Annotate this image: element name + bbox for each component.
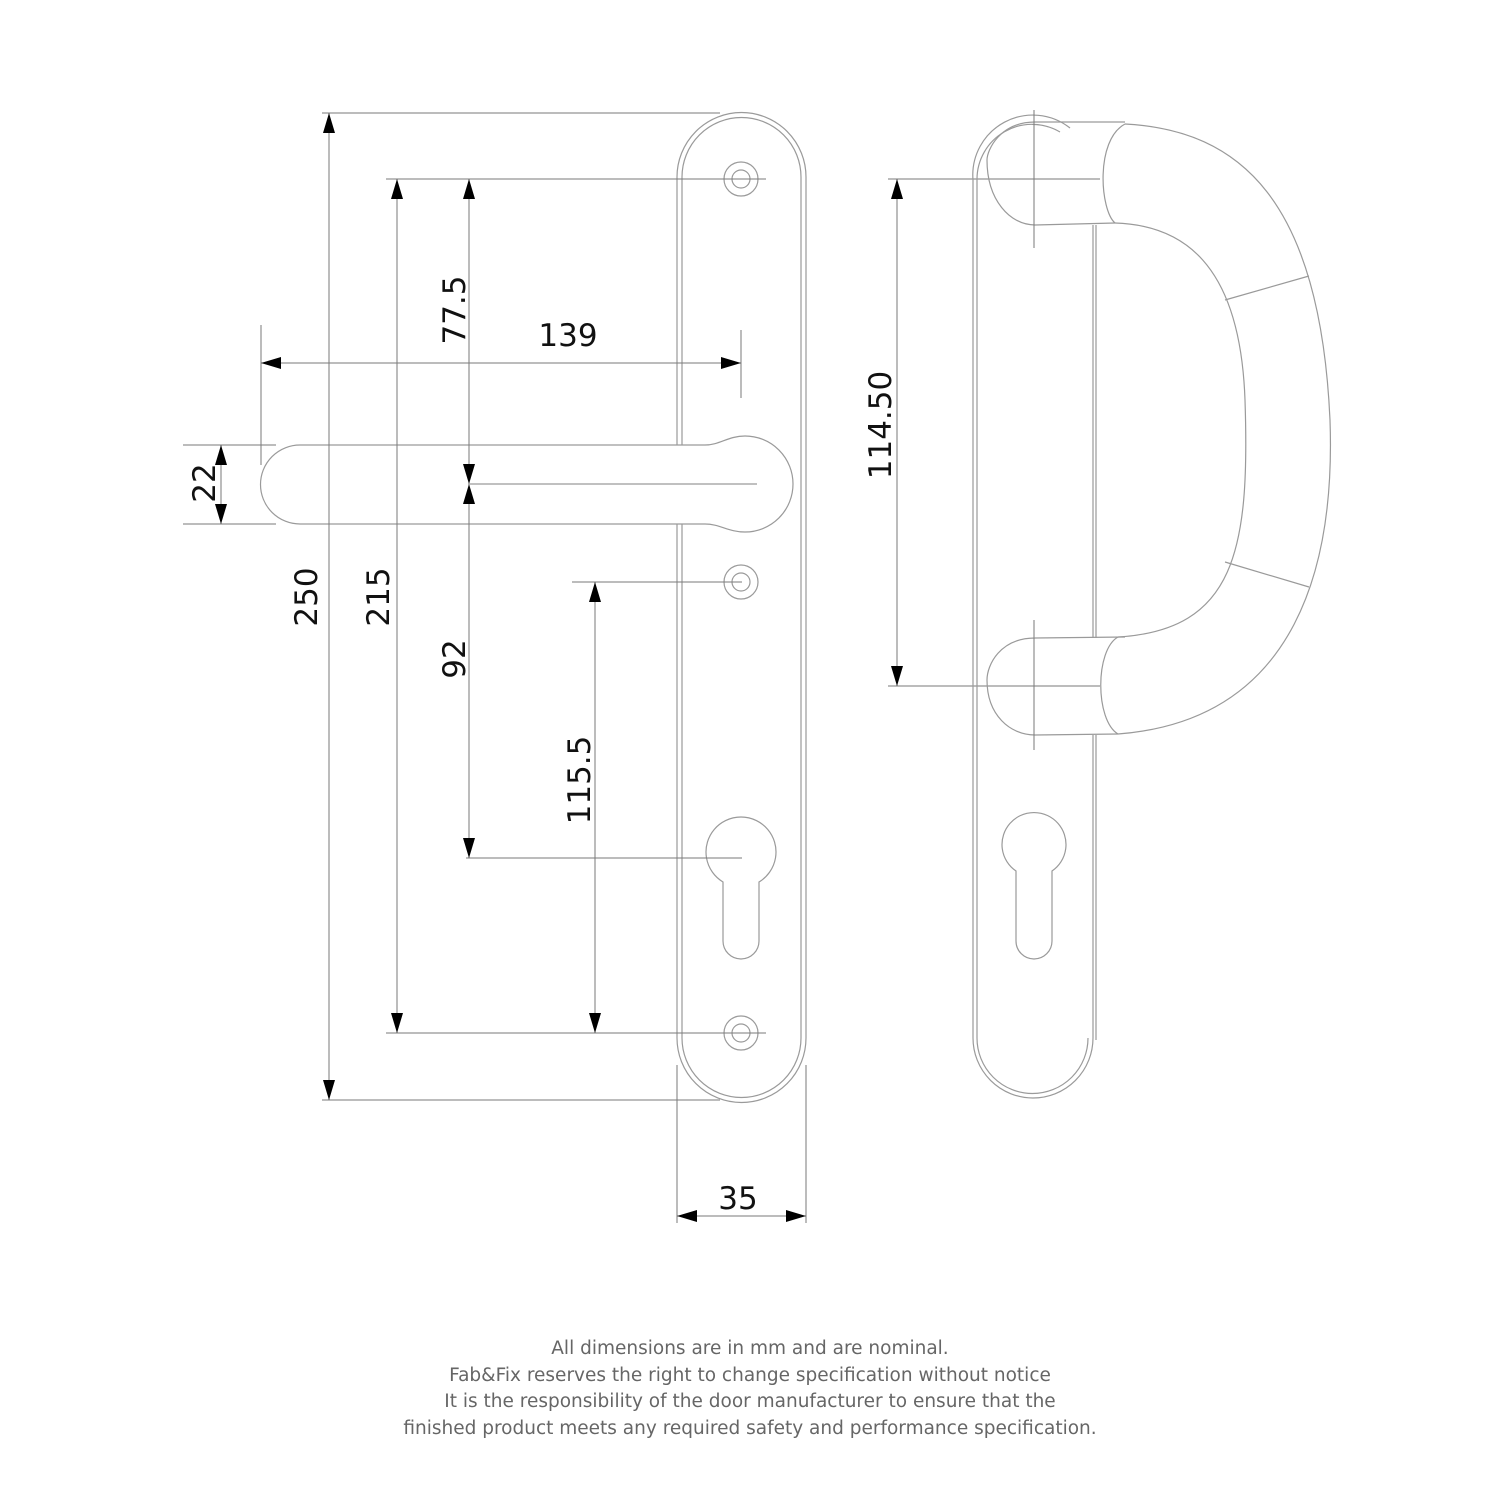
dim-35: 35	[718, 1181, 757, 1217]
dim-115-5: 115.5	[562, 736, 598, 825]
lever-backplate-front-view	[259, 111, 807, 1104]
dim-77-5: 77.5	[437, 275, 473, 344]
cylinder-cutout	[1001, 812, 1067, 960]
cylinder-cutout	[705, 816, 777, 960]
dim-215: 215	[361, 567, 397, 626]
note-line: finished product meets any required safe…	[403, 1417, 1097, 1439]
dim-114-50: 114.50	[863, 371, 899, 479]
dim-139: 139	[538, 318, 597, 354]
disclaimer-notes: All dimensions are in mm and are nominal…	[0, 1336, 1500, 1442]
dimension-lines	[183, 112, 1100, 1223]
dim-22: 22	[187, 463, 223, 502]
note-line: It is the responsibility of the door man…	[444, 1391, 1056, 1412]
dim-92: 92	[437, 639, 473, 678]
note-line: Fab&Fix reserves the right to change spe…	[449, 1364, 1051, 1386]
dim-250: 250	[289, 567, 325, 626]
note-line: All dimensions are in mm and are nominal…	[551, 1338, 949, 1359]
pull-handle-front-view	[972, 110, 1332, 1099]
